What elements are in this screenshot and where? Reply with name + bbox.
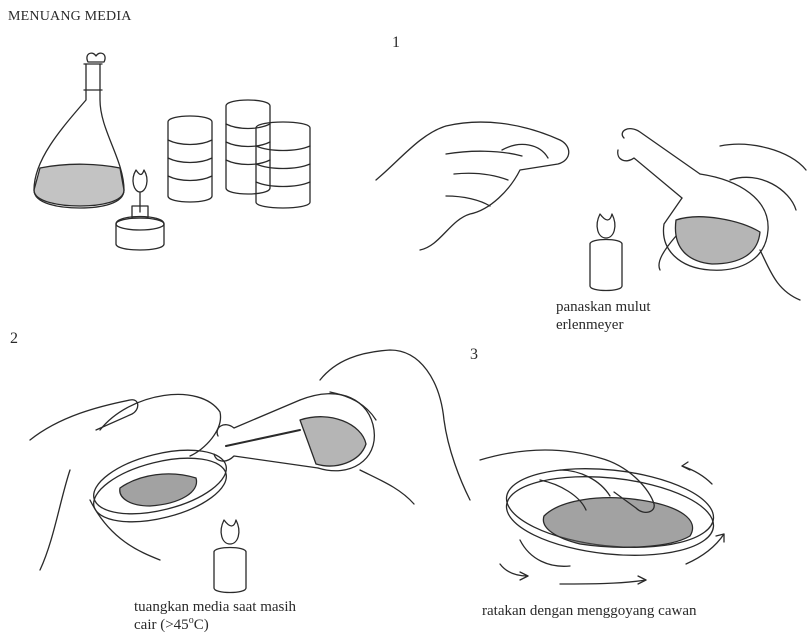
step1-hand-left-drawing bbox=[376, 122, 569, 250]
step1-burner-drawing bbox=[590, 214, 622, 291]
step-3-number: 3 bbox=[470, 346, 478, 364]
step2-pouring-flask-drawing bbox=[214, 394, 374, 471]
petri-dish-stacks-drawing bbox=[168, 100, 310, 208]
step-2-caption-line1: tuangkan media saat masih bbox=[134, 598, 296, 616]
step-2-caption-line2-prefix: cair (>45 bbox=[134, 617, 189, 633]
step-1-number: 1 bbox=[392, 34, 400, 52]
step-1-caption-line1: panaskan mulut bbox=[556, 298, 651, 316]
step-2-number: 2 bbox=[10, 330, 18, 348]
step2-burner-drawing bbox=[214, 520, 246, 593]
step-2-caption-line2: cair (>45oC) bbox=[134, 616, 296, 634]
page-title: MENUANG MEDIA bbox=[8, 8, 132, 26]
step-2-caption-line2-suffix: C) bbox=[194, 617, 209, 633]
step1-flask-in-hand-drawing bbox=[618, 129, 806, 300]
step-3-caption: ratakan dengan menggoyang cawan bbox=[482, 602, 697, 620]
step-1-caption-line2: erlenmeyer bbox=[556, 316, 651, 334]
step3-petri-dish-drawing bbox=[503, 459, 718, 564]
step2-petri-dish-drawing bbox=[87, 394, 233, 533]
erlenmeyer-flask-drawing bbox=[34, 53, 124, 208]
step-2-caption: tuangkan media saat masih cair (>45oC) bbox=[134, 598, 296, 634]
step-1-caption: panaskan mulut erlenmeyer bbox=[556, 298, 651, 334]
